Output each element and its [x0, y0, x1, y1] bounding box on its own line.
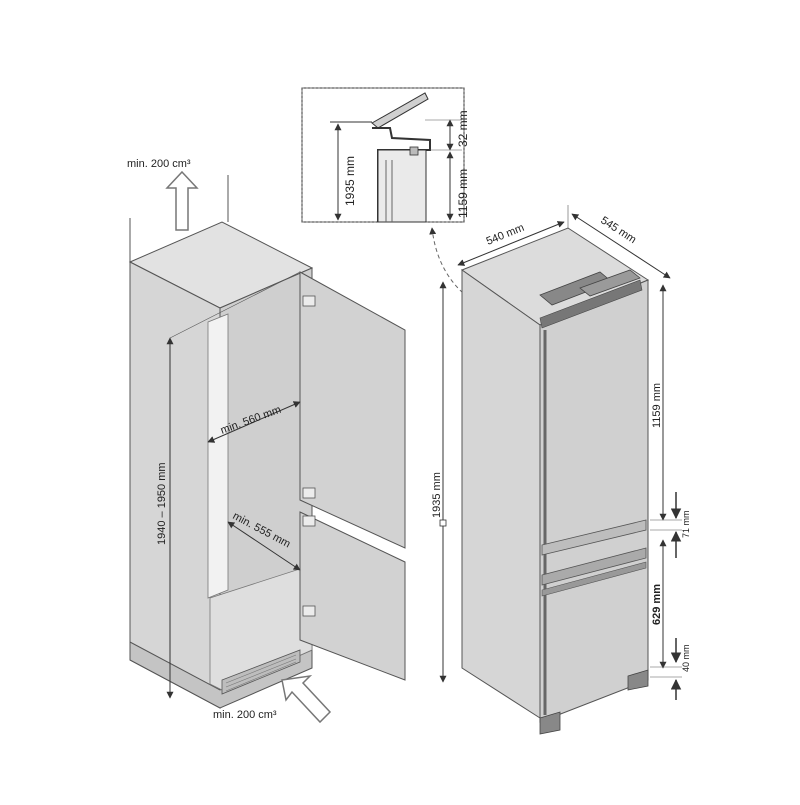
fridge-height-label: 1935 mm [431, 472, 443, 518]
inset-detail: 1935 mm 32 mm 1159 mm [301, 87, 470, 223]
fridge-depth-dimension-line [571, 213, 671, 279]
fridge-width-dimension-line [457, 221, 565, 266]
gap-upper-label: 71 mm [681, 510, 691, 538]
gap-lower-label: 40 mm [681, 644, 691, 672]
inset-top-label: 32 mm [456, 110, 470, 147]
fridge-depth-label: 545 mm [598, 214, 638, 246]
inset-door-label: 1159 mm [456, 169, 470, 218]
upper-door-label: 1159 mm [651, 383, 663, 428]
hinge-icon [302, 605, 316, 617]
niche-width-dimension-line [207, 401, 301, 443]
niche-height-label: 1940 – 1950 mm [156, 462, 168, 545]
airflow-up-arrow-icon [165, 170, 199, 231]
hinge-icon [302, 295, 316, 307]
vent-top-label: min. 200 cm³ [127, 158, 191, 170]
hinge-icon [302, 487, 316, 499]
airflow-in-arrow-icon [281, 674, 332, 724]
vent-grille [221, 649, 301, 695]
refrigerator [460, 227, 650, 735]
niche-depth-dimension-line [227, 521, 301, 571]
fridge-width-label: 540 mm [485, 222, 526, 248]
vent-bottom-label: min. 200 cm³ [213, 709, 277, 721]
lower-door-label: 629 mm [651, 584, 663, 625]
hinge-icon [302, 515, 316, 527]
inset-total-label: 1935 mm [343, 156, 357, 206]
cabinet-niche [128, 175, 406, 709]
